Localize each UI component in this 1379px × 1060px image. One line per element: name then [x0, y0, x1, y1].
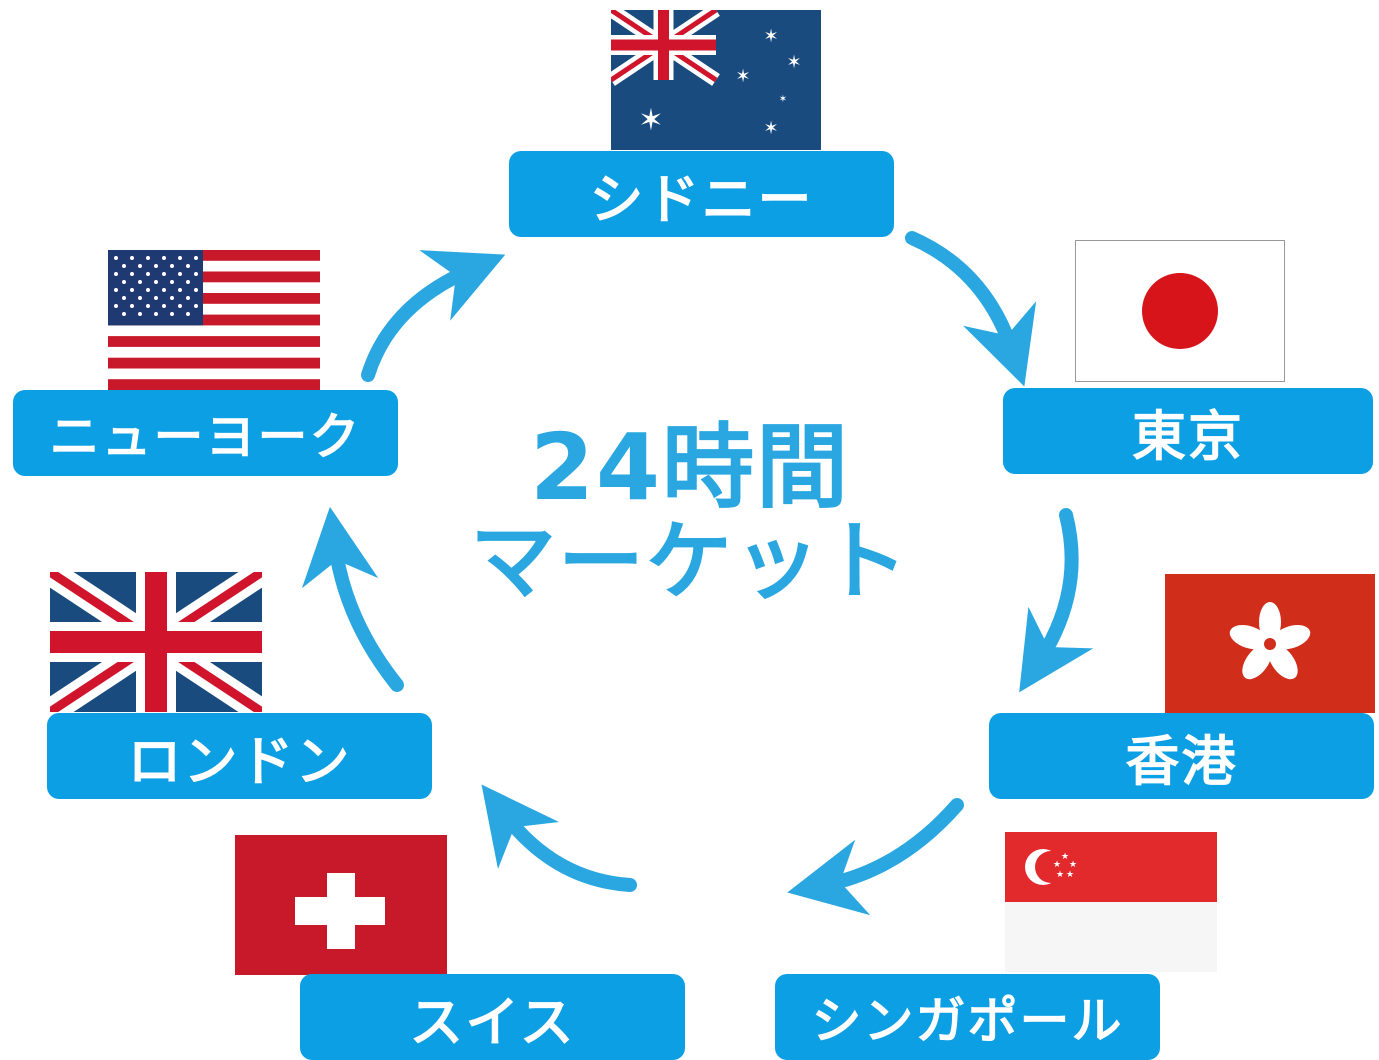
hong-kong-flag — [1165, 574, 1375, 713]
svg-text:✶: ✶ — [786, 52, 801, 73]
svg-text:★: ★ — [1066, 870, 1074, 880]
svg-text:★: ★ — [1056, 870, 1064, 880]
city-label-switzerland: スイス — [300, 974, 685, 1060]
city-label-tokyo: 東京 — [1003, 388, 1373, 474]
arrow-hongkong-to-singapore — [787, 798, 964, 916]
svg-text:✶: ✶ — [638, 103, 663, 138]
svg-text:★: ★ — [1053, 860, 1061, 870]
arrow-sydney-to-tokyo — [905, 231, 1037, 387]
arrow-switzerland-to-london — [301, 506, 404, 692]
svg-text:✶: ✶ — [735, 66, 750, 87]
svg-text:✶: ✶ — [779, 94, 787, 105]
singapore-flag: ★ ★ ★ ★ ★ — [1005, 832, 1217, 972]
city-label-london: ロンドン — [47, 713, 432, 799]
usa-flag — [108, 250, 320, 390]
svg-text:★: ★ — [1069, 860, 1077, 870]
arrow-tokyo-to-hongkong — [1019, 508, 1094, 693]
united-kingdom-flag — [50, 572, 262, 712]
japan-flag — [1075, 240, 1285, 382]
svg-text:★: ★ — [1061, 852, 1069, 862]
arrow-singapore-to-switzerland — [481, 784, 637, 892]
title-line-2: マーケット — [470, 511, 910, 612]
city-label-newyork: ニューヨーク — [13, 390, 398, 476]
arrow-newyork-to-sydney — [361, 250, 506, 382]
title-line-1: 24時間 — [529, 414, 851, 521]
svg-text:✶: ✶ — [763, 26, 778, 47]
city-label-singapore: シンガポール — [775, 974, 1160, 1060]
switzerland-flag — [235, 835, 447, 975]
svg-text:✶: ✶ — [763, 118, 778, 139]
australia-flag: ✶ ✶ ✶ ✶ ✶ ✶ — [611, 10, 821, 150]
city-label-hongkong: 香港 — [989, 713, 1374, 799]
city-label-sydney: シドニー — [509, 151, 894, 237]
market-title: 24時間 マーケット — [470, 414, 910, 612]
